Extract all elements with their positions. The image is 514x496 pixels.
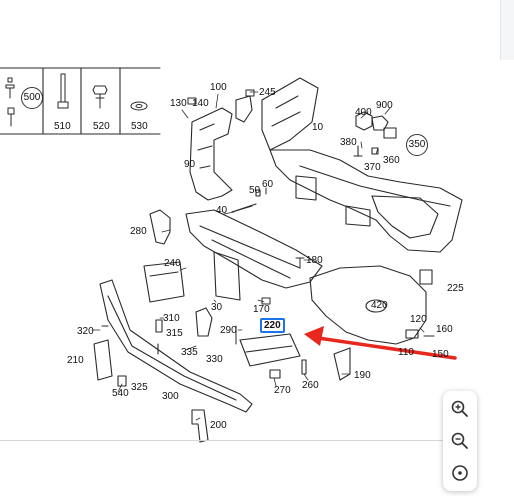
- callout-30[interactable]: 30: [211, 302, 223, 313]
- callout-400[interactable]: 400: [355, 107, 372, 118]
- callout-310[interactable]: 310: [163, 313, 180, 324]
- callout-190[interactable]: 190: [354, 370, 371, 381]
- callout-260[interactable]: 260: [302, 380, 319, 391]
- callout-170[interactable]: 170: [253, 304, 270, 315]
- lower-brackets: [93, 209, 307, 443]
- callout-200[interactable]: 200: [210, 420, 227, 431]
- callout-350[interactable]: 350: [406, 134, 428, 156]
- callout-270[interactable]: 270: [274, 385, 291, 396]
- legend-part-530: 530: [131, 121, 148, 132]
- callout-290[interactable]: 290: [220, 325, 237, 336]
- callout-330[interactable]: 330: [206, 354, 223, 365]
- zoom-out-icon: [451, 432, 468, 449]
- callout-110[interactable]: 110: [398, 347, 414, 358]
- callout-325[interactable]: 325: [131, 382, 148, 393]
- callout-320[interactable]: 320: [77, 326, 94, 337]
- callout-90[interactable]: 90: [184, 159, 196, 170]
- legend-table-grid: [0, 67, 161, 135]
- callout-315[interactable]: 315: [166, 328, 183, 339]
- reset-view-button[interactable]: [448, 461, 472, 485]
- callout-130[interactable]: 130: [170, 98, 187, 109]
- callout-50[interactable]: 50: [249, 185, 261, 196]
- callout-540[interactable]: 540: [112, 388, 129, 399]
- page-scroll-edge[interactable]: [500, 0, 514, 60]
- bumper-beam: [99, 279, 253, 413]
- callout-360[interactable]: 360: [383, 155, 400, 166]
- callout-120[interactable]: 120: [410, 314, 427, 325]
- legend-part-500: 500: [21, 87, 43, 109]
- callout-245[interactable]: 245: [259, 87, 276, 98]
- callout-370[interactable]: 370: [364, 162, 381, 173]
- reset-view-icon: [452, 465, 468, 481]
- bracket-cluster-upper-right: [353, 111, 397, 157]
- fasteners: [187, 89, 305, 345]
- callout-225[interactable]: 225: [447, 283, 464, 294]
- callout-280[interactable]: 280: [130, 226, 147, 237]
- legend-parts: [5, 73, 148, 127]
- callout-10[interactable]: 10: [312, 122, 324, 133]
- callout-40[interactable]: 40: [216, 205, 228, 216]
- callout-160[interactable]: 160: [436, 324, 453, 335]
- callout-220-highlighted[interactable]: 220: [260, 318, 285, 333]
- zoom-controls: [443, 391, 477, 491]
- upper-frame: [189, 77, 463, 253]
- legend-part-520: 520: [93, 121, 110, 132]
- zoom-out-button[interactable]: [448, 429, 472, 453]
- callout-900[interactable]: 900: [376, 100, 393, 111]
- zoom-in-icon: [451, 400, 468, 417]
- legend-part-510: 510: [54, 121, 71, 132]
- red-pointer-arrow: [304, 326, 457, 360]
- callout-380[interactable]: 380: [340, 137, 357, 148]
- callout-210[interactable]: 210: [67, 355, 84, 366]
- callout-180[interactable]: 180: [306, 255, 323, 266]
- viewer-divider: [0, 440, 443, 441]
- leader-lines: [91, 91, 425, 421]
- callout-420[interactable]: 420: [371, 300, 388, 311]
- callout-60[interactable]: 60: [262, 179, 274, 190]
- callout-100[interactable]: 100: [210, 82, 227, 93]
- callout-335[interactable]: 335: [181, 347, 198, 358]
- middle-cross-member: [185, 189, 323, 301]
- callout-150[interactable]: 150: [432, 349, 449, 360]
- zoom-in-button[interactable]: [448, 397, 472, 421]
- callout-240[interactable]: 240: [164, 258, 181, 269]
- callout-140[interactable]: 140: [192, 98, 209, 109]
- callout-300[interactable]: 300: [162, 391, 179, 402]
